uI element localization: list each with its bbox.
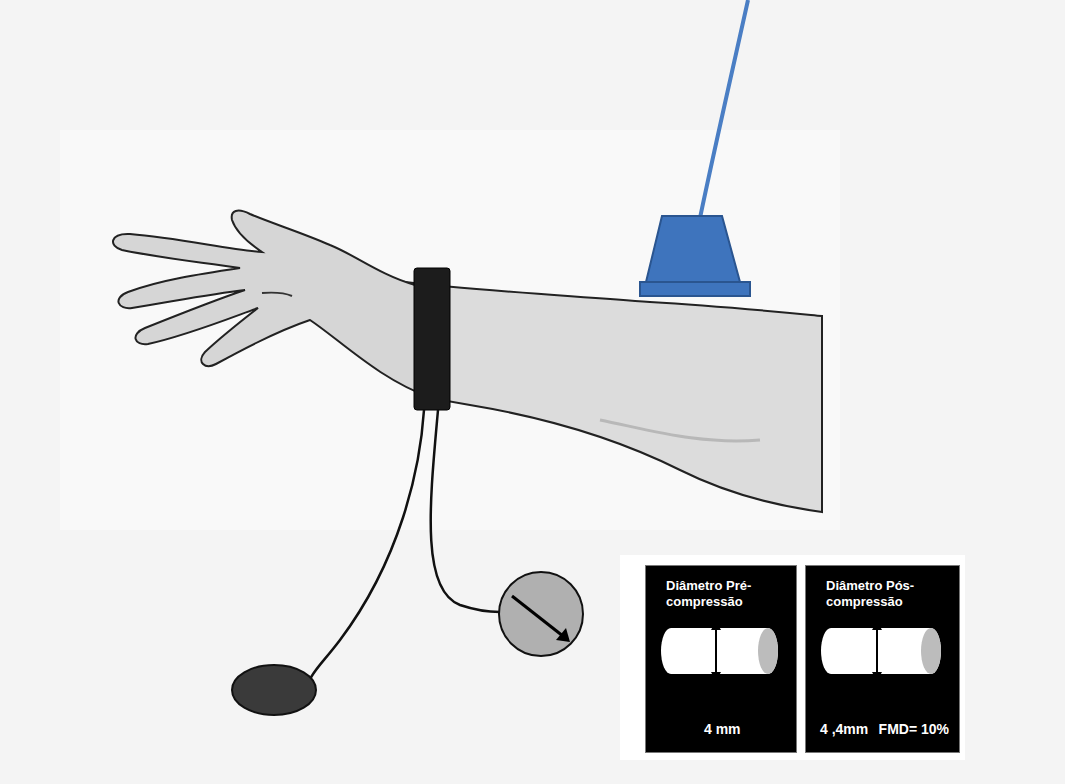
cylinder-end: [758, 628, 778, 674]
diameter-arrow: [715, 623, 717, 679]
arrow-head: [711, 621, 721, 630]
diameter-arrow: [876, 623, 878, 679]
measurement-value: 4 mm: [704, 721, 741, 738]
pressure-gauge: [499, 572, 583, 656]
inflation-bulb: [232, 665, 316, 715]
measurement-panel: Diâmetro Pós-compressão 4 ,4mm FMD= 10%: [805, 565, 960, 753]
panel-ground: [620, 555, 965, 760]
arrow-head: [872, 672, 882, 681]
probe-cable: [700, 0, 748, 218]
gauge-needle: [512, 596, 568, 640]
hand-crease: [262, 293, 292, 296]
gauge-needle-head: [556, 628, 570, 642]
arm: [405, 282, 822, 512]
bulb-tube: [310, 410, 424, 680]
wrist-cuff: [414, 268, 450, 410]
measurement-panel: Diâmetro Pré-compressão 4 mm: [645, 565, 797, 753]
image-ground: [60, 130, 840, 530]
cylinder-end: [921, 628, 941, 674]
panel-heading: Diâmetro Pós-compressão: [826, 578, 934, 609]
arrow-head: [872, 621, 882, 630]
measurement-value: 4 ,4mm: [820, 721, 868, 738]
gauge-tube: [431, 410, 500, 612]
arrow-head: [711, 672, 721, 681]
cylinder-body: [661, 628, 778, 674]
cylinder-body: [821, 628, 941, 674]
probe-head: [640, 282, 750, 296]
arm-shade: [600, 420, 760, 441]
ultrasound-probe: [646, 216, 740, 282]
panel-heading: Diâmetro Pré-compressão: [666, 578, 774, 609]
measurement-value: FMD= 10%: [879, 721, 949, 738]
hand: [113, 211, 432, 398]
